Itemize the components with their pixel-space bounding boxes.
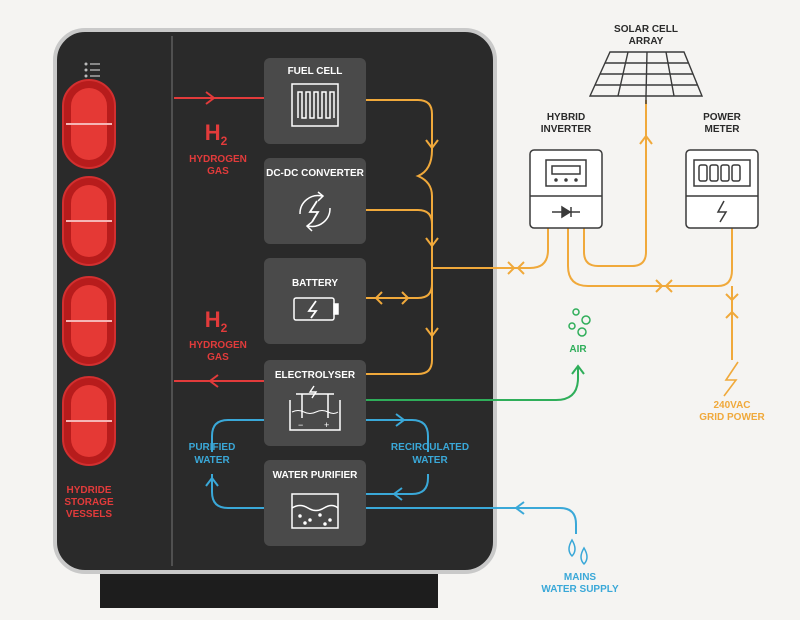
storage-vessel (62, 176, 116, 266)
electrolyser-component: ELECTROLYSER − + (264, 360, 366, 446)
water-drops-icon (568, 538, 588, 566)
storage-label-line1: HYDRIDE (66, 485, 111, 496)
hydrogen-flow-lines (174, 91, 264, 388)
storage-vessel (62, 276, 116, 366)
air-bubbles-icon (568, 308, 591, 337)
storage-label-line2: STORAGE (64, 497, 114, 508)
power-meter-icon (685, 149, 759, 229)
purified-water-label-2: WATER (194, 455, 230, 466)
storage-vessel (62, 376, 116, 466)
recirculated-water-label-2: WATER (412, 455, 448, 466)
cabinet-base (100, 568, 438, 608)
fuel-cell-label: FUEL CELL (288, 66, 343, 77)
water-filter-icon (291, 493, 339, 529)
grid-power-label-2: GRID POWER (699, 412, 765, 423)
hydrogen-gas-label-bottom-1: HYDROGEN (189, 340, 247, 351)
inverter-label-1: HYBRID (547, 112, 585, 123)
water-flow-lines (205, 413, 577, 534)
hydrogen-gas-label-top-2: GAS (207, 166, 229, 177)
solar-label-2: ARRAY (629, 36, 664, 47)
hydride-storage-vessels (62, 79, 116, 466)
purified-water-label-1: PURIFIED (189, 442, 236, 453)
h2-symbol-top: H2 (205, 120, 228, 148)
mains-label-2: WATER SUPPLY (541, 584, 619, 595)
power-flow-lines (366, 99, 739, 375)
solar-panel-icon (588, 51, 704, 104)
grid-power-bolt-icon (723, 361, 739, 397)
battery-icon (293, 297, 339, 321)
meter-label-1: POWER (703, 112, 742, 123)
hydrogen-gas-label-bottom-2: GAS (207, 352, 229, 363)
fuel-cell-component: FUEL CELL (264, 58, 366, 144)
storage-vessel (62, 79, 116, 169)
mains-label-1: MAINS (564, 572, 597, 583)
hybrid-inverter-icon (529, 149, 603, 229)
hydrogen-gas-label-top-1: HYDROGEN (189, 154, 247, 165)
air-label: AIR (569, 344, 587, 355)
storage-label-line3: VESSELS (66, 509, 112, 520)
converter-cycle-icon (299, 191, 331, 232)
meter-label-2: METER (705, 124, 741, 135)
water-purifier-component: WATER PURIFIER (264, 460, 366, 546)
air-flow-line (366, 364, 585, 401)
grid-power-label-1: 240VAC (713, 400, 750, 411)
dcdc-converter-label: DC-DC CONVERTER (266, 168, 365, 179)
status-indicator-icon (84, 62, 100, 78)
recirculated-water-label-1: RECIRCULATED (391, 442, 469, 453)
svg-text:+: + (324, 420, 329, 430)
water-purifier-label: WATER PURIFIER (273, 470, 359, 481)
fuel-cell-icon (291, 83, 339, 127)
electrolyser-label: ELECTROLYSER (275, 370, 356, 381)
dcdc-converter-component: DC-DC CONVERTER (264, 158, 366, 244)
electrolyser-icon: − + (289, 385, 341, 431)
solar-label-1: SOLAR CELL (614, 24, 678, 35)
battery-label: BATTERY (292, 278, 338, 289)
inverter-label-2: INVERTER (541, 124, 592, 135)
h2-symbol-bottom: H2 (205, 307, 228, 335)
svg-text:−: − (298, 420, 303, 430)
battery-component: BATTERY (264, 258, 366, 344)
